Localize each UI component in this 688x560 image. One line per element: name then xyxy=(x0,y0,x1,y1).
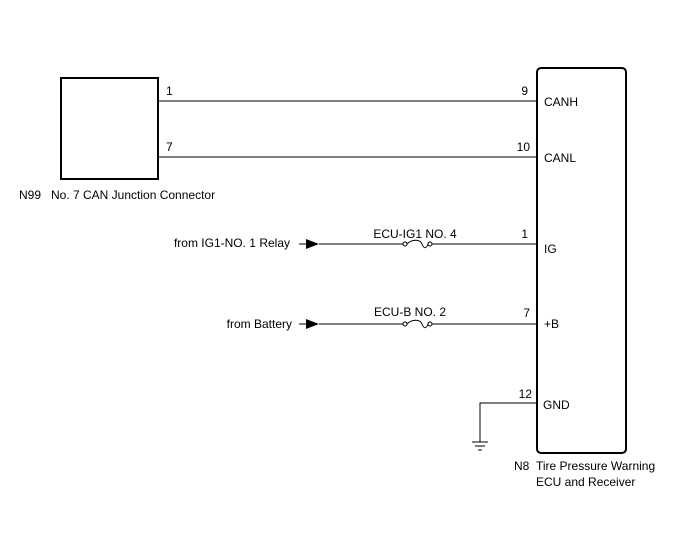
ecu-pin-ig-label: IG xyxy=(544,242,557,256)
n8-code: N8 xyxy=(514,459,530,473)
battery-fuse-label: ECU-B NO. 2 xyxy=(374,305,446,319)
n8-name-line2: ECU and Receiver xyxy=(536,475,635,489)
n8-name-line1: Tire Pressure Warning xyxy=(536,459,655,473)
ig-fuse-label: ECU-IG1 NO. 4 xyxy=(373,227,457,241)
n8-ecu-box xyxy=(536,67,627,454)
n99-connector-box xyxy=(60,77,159,180)
ecu-pin-canl-number: 10 xyxy=(517,140,531,154)
battery-fuse-icon xyxy=(406,319,429,329)
ig-fuse-terminal-right xyxy=(427,241,433,247)
ecu-pin-canh-number: 9 xyxy=(521,84,528,98)
battery-fuse-terminal-left xyxy=(402,321,408,327)
ecu-pin-gnd-label: GND xyxy=(543,398,570,412)
ecu-pin-canh-label: CANH xyxy=(544,95,578,109)
battery-arrow-icon xyxy=(306,319,319,329)
ig-fuse-icon xyxy=(406,239,429,249)
battery-source-label: from Battery xyxy=(227,317,292,331)
ig-source-label: from IG1-NO. 1 Relay xyxy=(174,236,290,250)
n99-code: N99 xyxy=(19,188,41,202)
ig-fuse-terminal-left xyxy=(402,241,408,247)
battery-fuse-terminal-right xyxy=(427,321,433,327)
ig-arrow-icon xyxy=(306,239,319,249)
ecu-pin-canl-label: CANL xyxy=(544,151,576,165)
n99-name: No. 7 CAN Junction Connector xyxy=(51,188,215,202)
ecu-pin-gnd-number: 12 xyxy=(519,387,533,401)
n99-pin-canh: 1 xyxy=(166,84,173,98)
gnd-wire xyxy=(479,402,537,442)
ecu-pin-b-label: +B xyxy=(544,317,559,331)
ecu-pin-b-number: 7 xyxy=(523,306,530,320)
ecu-pin-ig-number: 1 xyxy=(521,227,528,241)
n99-pin-canl: 7 xyxy=(166,140,173,154)
